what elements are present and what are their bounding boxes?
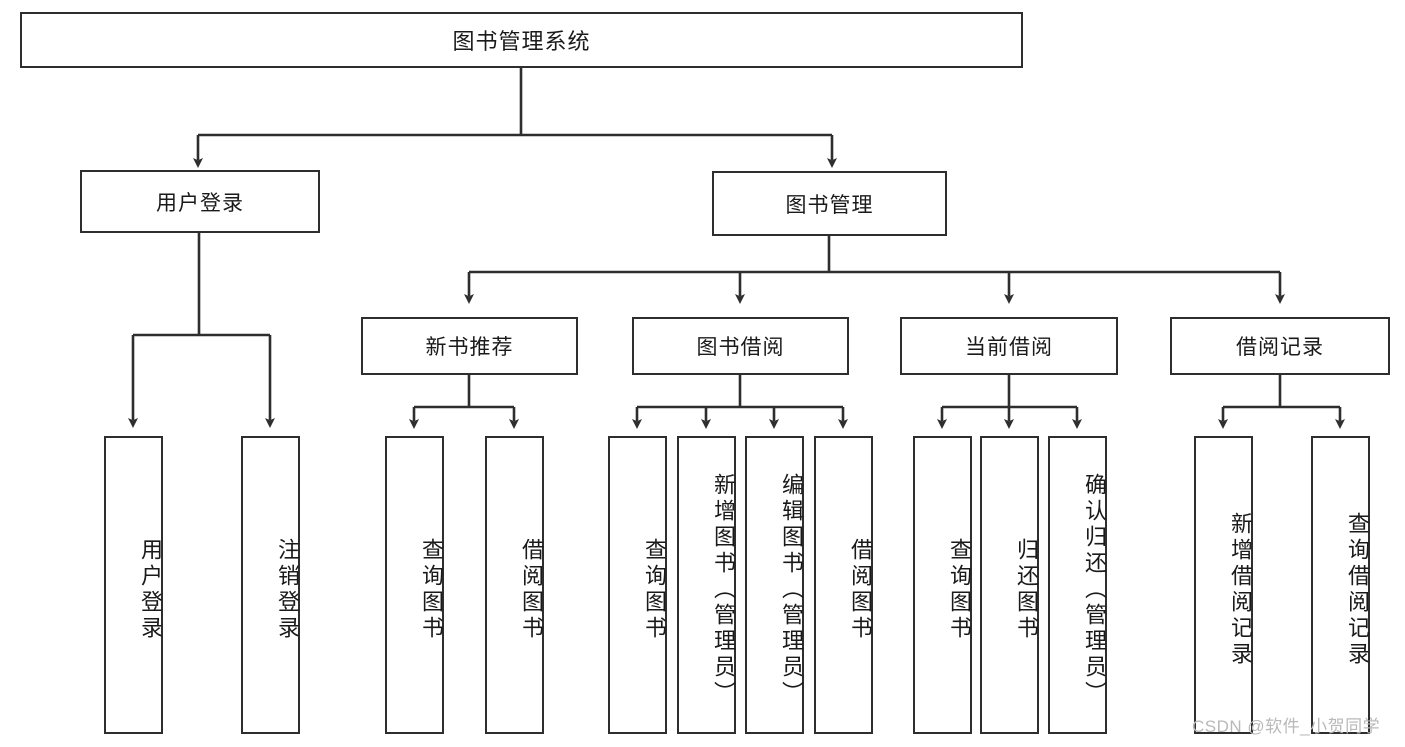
node-label: 图书借阅 [696,336,785,359]
node-label: 新增借阅记录 [1228,512,1253,668]
leaf-book-borrow-query[interactable]: 查询图书 [608,436,667,734]
leaf-borrow-record-add[interactable]: 新增借阅记录 [1194,436,1253,734]
leaf-book-borrow-borrow[interactable]: 借阅图书 [814,436,873,734]
node-label: 借阅记录 [1236,336,1324,359]
leaf-user-login-logout[interactable]: 注销登录 [241,436,300,734]
node-label: 注销登录 [275,538,300,642]
leaf-new-book-query[interactable]: 查询图书 [385,436,444,734]
node-label: 图书管理 [785,193,874,217]
node-label: 查询图书 [419,538,444,642]
leaf-borrow-record-query[interactable]: 查询借阅记录 [1311,436,1370,734]
node-label: 新增图书（管理员） [711,473,736,707]
node-label: 归还图书 [1014,538,1039,642]
node-borrow-record[interactable]: 借阅记录 [1170,317,1390,375]
leaf-current-borrow-query[interactable]: 查询图书 [913,436,972,734]
node-label: 借阅图书 [848,538,873,642]
node-label: 图书管理系统 [452,29,591,54]
node-label: 编辑图书（管理员） [779,473,804,707]
leaf-book-borrow-edit[interactable]: 编辑图书（管理员） [745,436,804,734]
node-label: 查询图书 [947,538,972,642]
node-label: 当前借阅 [965,336,1053,359]
node-label: 借阅图书 [519,538,544,642]
leaf-book-borrow-add[interactable]: 新增图书（管理员） [677,436,736,734]
node-label: 确认归还（管理员） [1082,473,1107,707]
node-book-borrow[interactable]: 图书借阅 [632,317,849,375]
node-label: 用户登录 [156,191,244,215]
leaf-current-borrow-confirm-return[interactable]: 确认归还（管理员） [1048,436,1107,734]
node-user-login[interactable]: 用户登录 [80,170,320,233]
watermark-text: CSDN @软件_小贺同学 [1192,717,1381,736]
node-book-management[interactable]: 图书管理 [712,171,947,236]
node-label: 查询借阅记录 [1345,512,1370,668]
leaf-current-borrow-return[interactable]: 归还图书 [980,436,1039,734]
node-label: 用户登录 [138,538,163,642]
node-new-book-recommend[interactable]: 新书推荐 [361,317,578,375]
leaf-user-login-login[interactable]: 用户登录 [104,436,163,734]
node-label: 新书推荐 [425,336,514,359]
node-label: 查询图书 [642,538,667,642]
node-current-borrow[interactable]: 当前借阅 [900,317,1118,375]
node-root-system[interactable]: 图书管理系统 [20,12,1023,68]
leaf-new-book-borrow[interactable]: 借阅图书 [485,436,544,734]
